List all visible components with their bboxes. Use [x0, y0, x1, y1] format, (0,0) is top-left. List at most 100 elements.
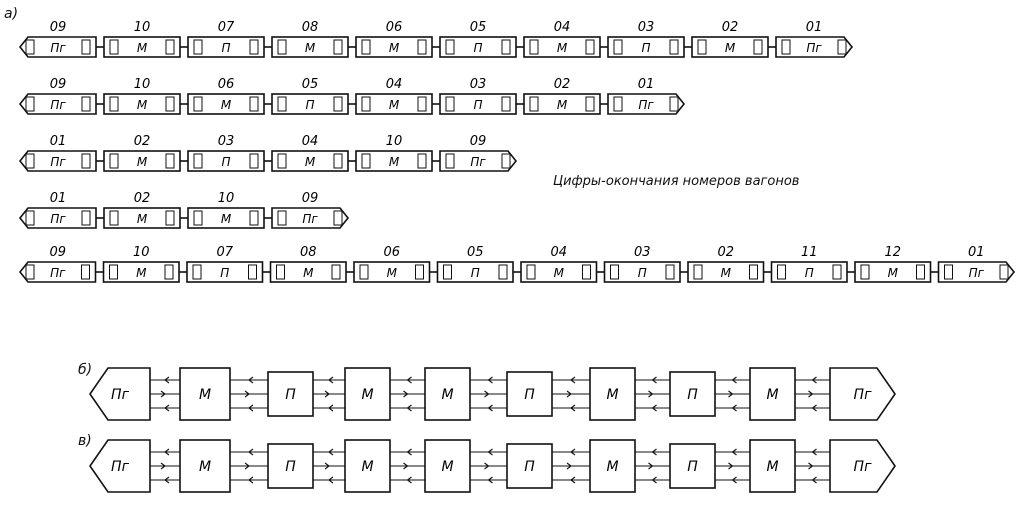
vestibule: [445, 39, 455, 55]
vestibule: [164, 264, 174, 280]
car-number: 05: [302, 77, 319, 92]
vestibule: [669, 96, 679, 112]
block-label: М: [199, 459, 211, 475]
label-a: а): [4, 6, 19, 22]
car-number: 10: [134, 77, 151, 92]
vestibule: [165, 96, 175, 112]
connector-arrow-icon: [164, 376, 170, 384]
block-label: П: [524, 459, 535, 475]
vestibule: [249, 153, 259, 169]
car-type: М: [303, 266, 314, 280]
head-block: [829, 367, 896, 421]
block-label: П: [285, 387, 296, 403]
block-label: М: [766, 459, 778, 475]
scheme-block: М: [424, 439, 507, 493]
vestibule: [193, 153, 203, 169]
car-number-note: Цифры-окончания номеров вагонов: [553, 174, 800, 189]
vestibule: [81, 210, 91, 226]
car-number: 04: [302, 134, 319, 149]
connector-arrow-icon: [328, 376, 334, 384]
vestibule: [109, 210, 119, 226]
vestibule: [417, 39, 427, 55]
car-type: М: [137, 41, 148, 55]
vestibule: [165, 39, 175, 55]
scheme-block: М: [344, 439, 425, 493]
block-label: П: [687, 459, 698, 475]
connector-arrow-icon: [566, 462, 572, 470]
connector-arrow-icon: [487, 448, 493, 456]
car-type: М: [389, 155, 400, 169]
car: 03П: [607, 20, 692, 58]
block-label: П: [524, 387, 535, 403]
car-type: Пг: [806, 41, 822, 55]
scheme-block: П: [669, 371, 750, 417]
car: 05П: [271, 77, 356, 115]
vestibule: [781, 39, 791, 55]
block-label: М: [441, 387, 453, 403]
connector-arrow-icon: [651, 476, 657, 484]
connector-arrow-icon: [406, 476, 412, 484]
car-number: 06: [383, 245, 400, 260]
connector-arrow-icon: [164, 476, 170, 484]
vestibule: [333, 96, 343, 112]
vestibule: [944, 264, 953, 280]
car-type: П: [220, 266, 229, 280]
car-number: 02: [134, 191, 151, 206]
car: 03П: [187, 134, 272, 172]
car-number: 03: [470, 77, 487, 92]
car-type: П: [473, 41, 482, 55]
car: 08М: [271, 20, 356, 58]
vestibule: [361, 96, 371, 112]
block-label: М: [441, 459, 453, 475]
label-b: б): [78, 362, 93, 378]
car-number: 03: [638, 20, 655, 35]
connector-arrow-icon: [731, 476, 737, 484]
car-type: Пг: [50, 155, 66, 169]
connector-arrow-icon: [484, 462, 490, 470]
car: 10М: [355, 134, 440, 172]
scheme-block: П: [506, 443, 590, 489]
head-block: [89, 367, 151, 421]
car-number: 05: [470, 20, 487, 35]
connector-arrow-icon: [248, 376, 254, 384]
car-type: М: [389, 98, 400, 112]
vestibule: [81, 39, 91, 55]
vestibule: [582, 264, 591, 280]
car: 10М: [102, 245, 187, 283]
car-number: 06: [386, 20, 403, 35]
connector-arrow-icon: [570, 476, 576, 484]
car: 02М: [691, 20, 776, 58]
vestibule: [693, 264, 703, 280]
vestibule: [916, 264, 925, 280]
connector-arrow-icon: [648, 462, 654, 470]
head-car-outline: [18, 93, 97, 115]
car-type: П: [473, 98, 482, 112]
connector-arrow-icon: [570, 376, 576, 384]
car-type: П: [221, 155, 230, 169]
vestibule: [81, 153, 91, 169]
car: 06М: [355, 20, 440, 58]
vestibule: [613, 96, 623, 112]
head-car-outline: [18, 150, 97, 172]
car-number: 10: [133, 245, 150, 260]
car: 04М: [523, 20, 608, 58]
car-type: М: [389, 41, 400, 55]
vestibule: [277, 210, 287, 226]
connector-arrow-icon: [651, 376, 657, 384]
vestibule: [610, 264, 619, 280]
car: 07П: [186, 245, 271, 283]
connector-arrow-icon: [160, 390, 166, 398]
car: 12М: [854, 245, 939, 283]
block-label: Пг: [111, 459, 130, 475]
car-number: 10: [218, 191, 235, 206]
scheme-block: М: [179, 439, 268, 493]
car: 06М: [187, 77, 272, 115]
